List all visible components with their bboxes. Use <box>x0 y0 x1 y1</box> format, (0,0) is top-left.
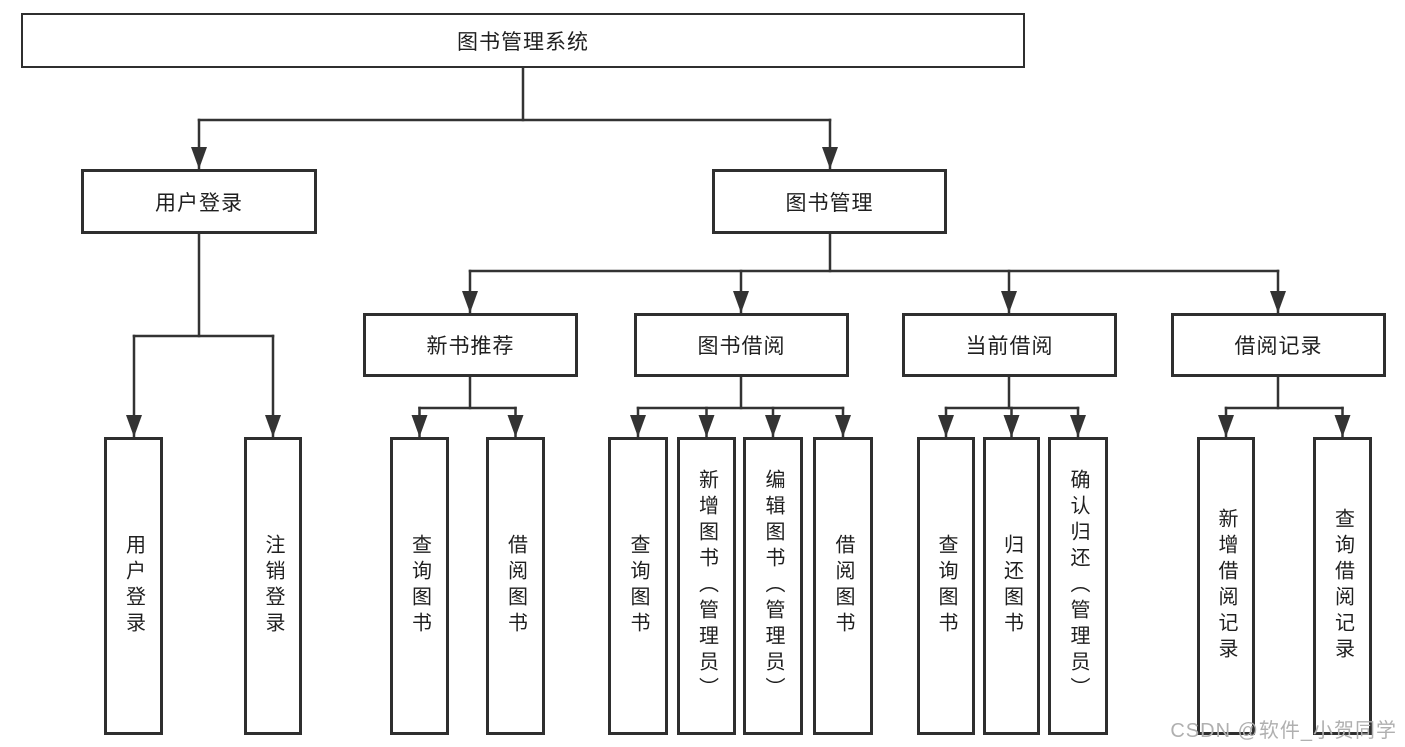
leaf-borrow-borrow-books: 借阅图书 <box>813 437 873 735</box>
node-current-borrow: 当前借阅 <box>902 313 1117 377</box>
leaf-logout: 注销登录 <box>244 437 302 735</box>
node-book-management: 图书管理 <box>712 169 947 234</box>
node-current-borrow-label: 当前借阅 <box>965 335 1054 358</box>
leaf-current-query-books: 查询图书 <box>917 437 975 735</box>
leaf-recommend-query-books: 查询图书 <box>390 437 449 735</box>
leaf-logout-label: 注销登录 <box>262 534 284 638</box>
leaf-current-return-books: 归还图书 <box>983 437 1040 735</box>
leaf-records-add-record: 新增借阅记录 <box>1197 437 1255 735</box>
node-root-system: 图书管理系统 <box>21 13 1025 68</box>
leaf-borrow-query-books-label: 查询图书 <box>627 534 649 638</box>
leaf-user-login: 用户登录 <box>104 437 163 735</box>
csdn-watermark: CSDN @软件_小贺同学 <box>1170 720 1397 742</box>
leaf-borrow-borrow-books-label: 借阅图书 <box>832 534 854 638</box>
leaf-records-query-record: 查询借阅记录 <box>1313 437 1372 735</box>
leaf-recommend-borrow-books: 借阅图书 <box>486 437 545 735</box>
connector-group <box>126 66 1351 438</box>
leaf-recommend-query-books-label: 查询图书 <box>408 534 431 638</box>
leaf-records-add-record-label: 新增借阅记录 <box>1215 508 1237 664</box>
leaf-borrow-edit-books-admin-label: 编辑图书（管理员） <box>762 469 784 703</box>
node-borrow-records-label: 借阅记录 <box>1234 335 1323 358</box>
leaf-current-query-books-label: 查询图书 <box>935 534 957 638</box>
leaf-current-confirm-return-admin-label: 确认归还（管理员） <box>1067 469 1089 703</box>
leaf-borrow-add-books-admin: 新增图书（管理员） <box>677 437 736 735</box>
leaf-borrow-add-books-admin-label: 新增图书（管理员） <box>695 469 718 703</box>
leaf-recommend-borrow-books-label: 借阅图书 <box>504 534 527 638</box>
node-new-book-recommend: 新书推荐 <box>363 313 578 377</box>
leaf-records-query-record-label: 查询借阅记录 <box>1331 508 1354 664</box>
node-root-label: 图书管理系统 <box>457 30 589 54</box>
node-user-login-label: 用户登录 <box>155 191 243 215</box>
leaf-user-login-label: 用户登录 <box>122 534 145 638</box>
leaf-current-confirm-return-admin: 确认归还（管理员） <box>1048 437 1108 735</box>
leaf-current-return-books-label: 归还图书 <box>1000 534 1023 638</box>
leaf-borrow-query-books: 查询图书 <box>608 437 668 735</box>
node-user-login: 用户登录 <box>81 169 317 234</box>
node-book-borrow-label: 图书借阅 <box>697 335 786 358</box>
node-new-book-recommend-label: 新书推荐 <box>426 335 515 358</box>
node-book-borrow: 图书借阅 <box>634 313 849 377</box>
node-book-management-label: 图书管理 <box>785 191 874 215</box>
node-borrow-records: 借阅记录 <box>1171 313 1386 377</box>
leaf-borrow-edit-books-admin: 编辑图书（管理员） <box>743 437 803 735</box>
